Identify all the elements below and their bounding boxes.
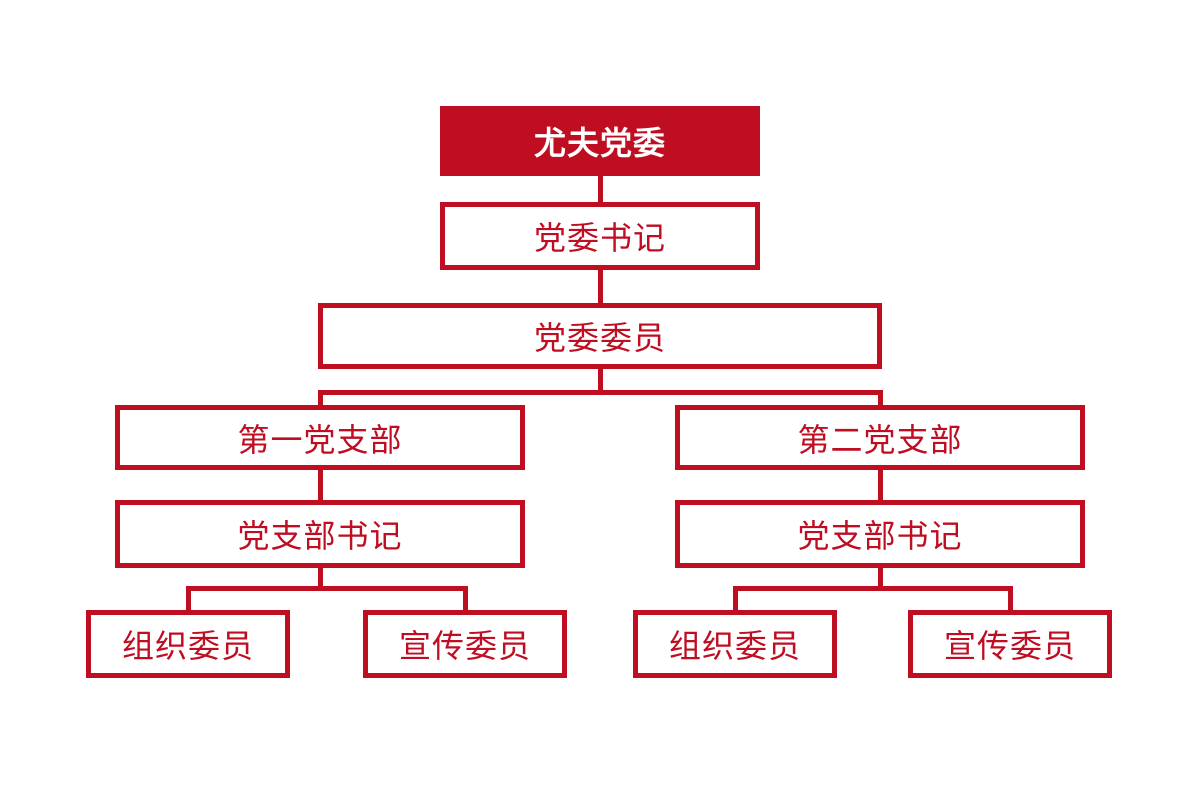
org-node-branch2-organization-member: 组织委员 <box>633 610 837 678</box>
org-node-committee-members: 党委委员 <box>318 303 882 369</box>
connector-branch1-stub <box>317 568 323 591</box>
org-node-branch1-secretary: 党支部书记 <box>115 500 525 568</box>
connector-secretary-committee <box>597 270 603 303</box>
connector-branch2-stub <box>877 568 883 591</box>
connector-branch1-members-horizontal <box>185 586 468 591</box>
connector-root-secretary <box>597 176 603 202</box>
org-node-branch1: 第一党支部 <box>115 405 525 470</box>
connector-branch2-pub-drop <box>1007 586 1013 610</box>
org-node-branch1-publicity-member: 宣传委员 <box>363 610 567 678</box>
connector-branch2-members-horizontal <box>732 586 1013 591</box>
connector-branch1-pub-drop <box>462 586 468 610</box>
connector-branch1-secretary <box>317 470 323 500</box>
org-node-committee-secretary: 党委书记 <box>440 202 760 270</box>
connector-branch1-org-drop <box>185 586 191 610</box>
org-node-branch2: 第二党支部 <box>675 405 1085 470</box>
connector-committee-stub <box>597 369 603 390</box>
org-node-root: 尤夫党委 <box>440 106 760 176</box>
org-node-branch2-secretary: 党支部书记 <box>675 500 1085 568</box>
org-node-branch1-organization-member: 组织委员 <box>86 610 290 678</box>
connector-branch-horizontal <box>317 390 883 395</box>
org-node-branch2-publicity-member: 宣传委员 <box>908 610 1112 678</box>
connector-branch2-org-drop <box>732 586 738 610</box>
connector-branch2-drop <box>877 390 883 405</box>
connector-branch2-secretary <box>877 470 883 500</box>
connector-branch1-drop <box>317 390 323 405</box>
